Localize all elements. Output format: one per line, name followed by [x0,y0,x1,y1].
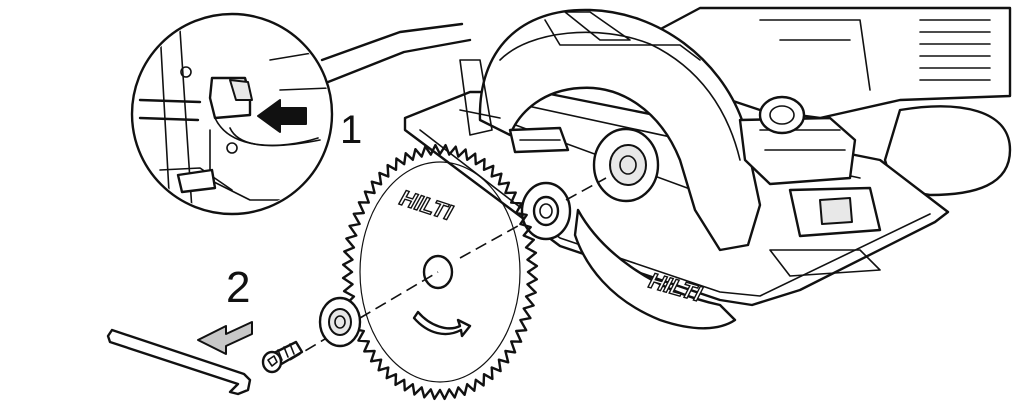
saw-blade: HILTI [341,143,539,401]
lower-blade-guard [573,208,737,330]
clamp-washer [318,296,362,348]
blade-teeth [341,143,539,401]
step-2-label: 2 [226,263,251,312]
callout-leader [316,22,472,88]
remove-arrow-icon [197,321,253,355]
spindle-nut [609,144,647,186]
outer-flange [520,181,572,241]
depth-adjust-mechanism [738,116,857,186]
blade-body [359,161,521,383]
hex-bolt [261,340,304,374]
detail-callout [130,12,472,216]
motor-vents [919,19,991,81]
assembly-axis-line [289,177,607,361]
hex-key-wrench [106,328,252,396]
rotation-arrow-icon [412,310,472,338]
push-arrow-icon [257,99,307,133]
circular-saw: HILTI [403,6,1012,330]
blade-brand-text: HILTI [397,185,456,226]
step-1-label: 1 [340,108,363,152]
